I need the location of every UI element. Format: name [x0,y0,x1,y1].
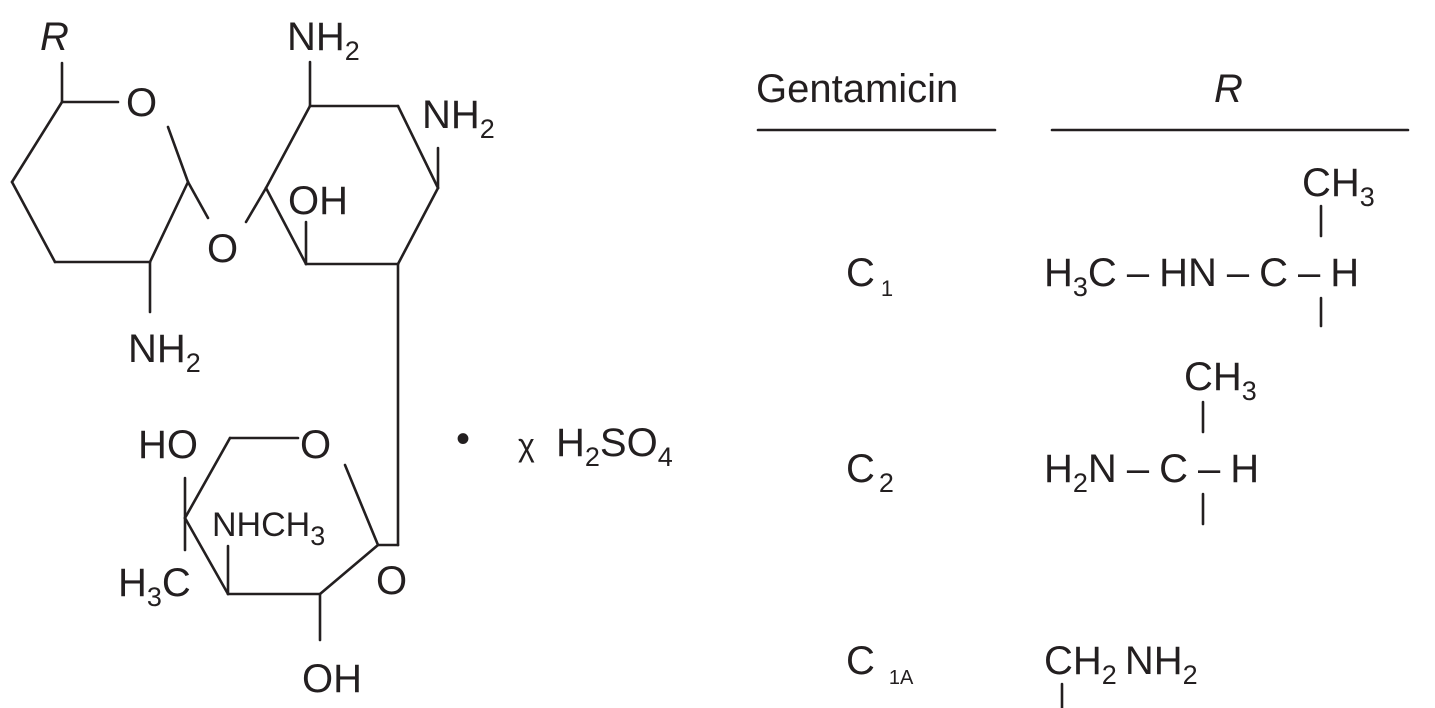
atom-subscript: 3 [310,521,325,551]
bond [396,104,440,190]
bond [148,180,190,264]
structure: R O O NH2 NH2 OH NH2 HO O NHCH3 H3C O OH… [10,15,673,701]
atom-subscript: 1A [889,667,914,689]
r-formula: H2N–C–H [1044,447,1259,498]
atom-subscript: 3 [1242,376,1257,406]
atom-text: H [118,561,147,605]
ring-3-hydroxyl-left: HO [138,423,198,467]
atom-text: CH [1302,161,1360,205]
atom-subscript: 2 [879,468,894,498]
bond [186,180,210,220]
glycosidic-oxygen-1: O [207,227,238,271]
glycosidic-oxygen-2: O [376,559,407,603]
atom-text: NH [287,15,345,59]
ring-2-nh2-right: NH2 [422,93,495,144]
atom-subscript: 2 [1102,660,1117,690]
atom-subscript: 2 [585,442,600,472]
ring-3-methyl: H3C [118,561,191,612]
atom-text: H [1044,251,1073,295]
ring-1-bonds [10,61,190,314]
bond [343,463,380,547]
row-name: C 1A [846,639,914,689]
ring-3-nhch3: NHCH3 [212,506,325,551]
ring-1-oxygen: O [126,81,157,125]
atom-text: C [846,447,875,491]
ring-1-nh2: NH2 [128,327,201,378]
atom-text: CH [1184,355,1242,399]
bond [10,180,57,264]
atom-text: – [1127,447,1150,491]
atom-text: – [1198,447,1221,491]
atom-text: – [1227,251,1250,295]
atom-text: C [1259,251,1288,295]
r-methyl-top: CH3 [1302,161,1375,212]
r-formula: H3C–HN–C–H [1044,251,1359,302]
ring-3-oxygen: O [300,423,331,467]
atom-text: H [1044,447,1073,491]
atom-text: – [1298,251,1321,295]
r-group-label: R [40,15,69,59]
atom-text: NHCH [212,506,310,544]
atom-text: H [556,421,585,465]
bond [264,186,308,266]
atom-text: C [846,639,875,683]
atom-subscript: 2 [186,348,201,378]
ring-3-hydroxyl-bottom: OH [302,657,362,701]
ring-2-nh2-top: NH2 [287,15,360,66]
bond [244,186,268,224]
bond [10,100,64,184]
atom-text: C [846,251,875,295]
atom-text: – [1127,251,1150,295]
table-header-gentamicin: Gentamicin [756,67,958,111]
atom-text: HN [1159,251,1217,295]
bond [396,186,440,266]
bond [183,516,230,596]
atom-text: H [1230,447,1259,491]
sulfate-salt: • χ H2SO4 [456,417,673,472]
atom-text: C [1159,447,1188,491]
atom-subscript: 2 [1073,468,1088,498]
r-methyl-top: CH3 [1184,355,1257,406]
atom-subscript: 2 [480,114,495,144]
ring-3-bonds [183,436,400,642]
bond [318,543,380,596]
atom-text: NH [128,327,186,371]
salt-chi: χ [518,427,535,463]
atom-subscript: 1 [881,276,893,301]
salt-bullet: • [456,417,470,461]
atom-text: SO [600,421,658,465]
atom-text: H [1330,251,1359,295]
atom-text: N [1088,447,1117,491]
atom-subscript: 2 [1183,660,1198,690]
ring-2-bonds [264,60,440,547]
bond [166,125,190,184]
bond [183,436,232,520]
salt-formula: H2SO4 [556,421,673,472]
atom-text: NH [422,93,480,137]
atom-subscript: 3 [1073,272,1088,302]
atom-text: NH [1125,639,1183,683]
atom-text: CH [1044,639,1102,683]
atom-subscript: 2 [345,36,360,66]
atom-subscript: 4 [658,442,673,472]
table-header-r: R [1214,67,1243,111]
atom-subscript: 3 [147,582,162,612]
atom-subscript: 3 [1360,182,1375,212]
bond [264,104,312,190]
atom-text: C [1088,251,1117,295]
ring-2-hydroxyl: OH [288,179,348,223]
atom-text: C [162,561,191,605]
